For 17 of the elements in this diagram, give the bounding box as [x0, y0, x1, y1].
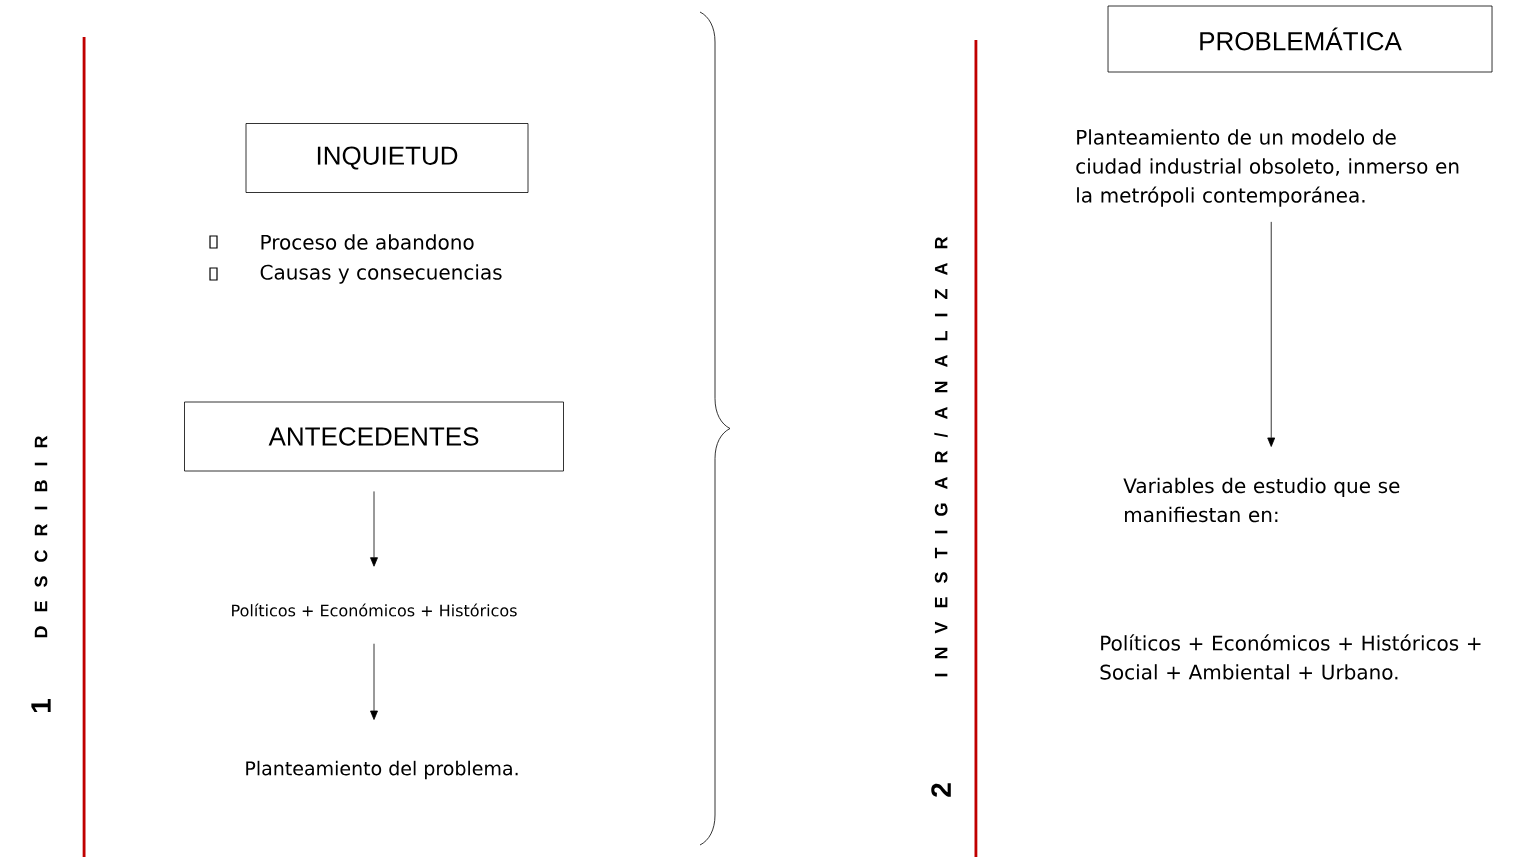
text-label: Políticos + Económicos + Históricos [232, 603, 517, 617]
step-title: D E S C R I B I R [34, 435, 48, 638]
paragraph: Variables de estudio que se manifiestan en: [1123, 477, 1400, 523]
title-box: PROBLEMÁTICA [1107, 5, 1493, 73]
list-item: Causas y consecuencias [260, 264, 502, 284]
title-box: INQUIETUD [245, 123, 529, 193]
step-title: I N V E S T I G A R / A N A L I Z A R [934, 236, 948, 677]
step-number: 1 [31, 699, 51, 713]
arrow [1267, 221, 1276, 447]
step-number: 2 [931, 783, 951, 797]
paragraph: Políticos + Económicos + Históricos + Social + Ambiental + Urbano. [1100, 634, 1481, 680]
text-label: Planteamiento del problema. [246, 760, 518, 780]
arrow [370, 491, 378, 567]
paragraph: Planteamiento de un modelo de ciudad industrial obsoleto, inmerso en la metrópoli contemporánea. [1076, 129, 1459, 207]
title-box: ANTECEDENTES [184, 401, 564, 472]
arrow [370, 643, 378, 720]
list-item: Proceso de abandono [261, 234, 474, 250]
